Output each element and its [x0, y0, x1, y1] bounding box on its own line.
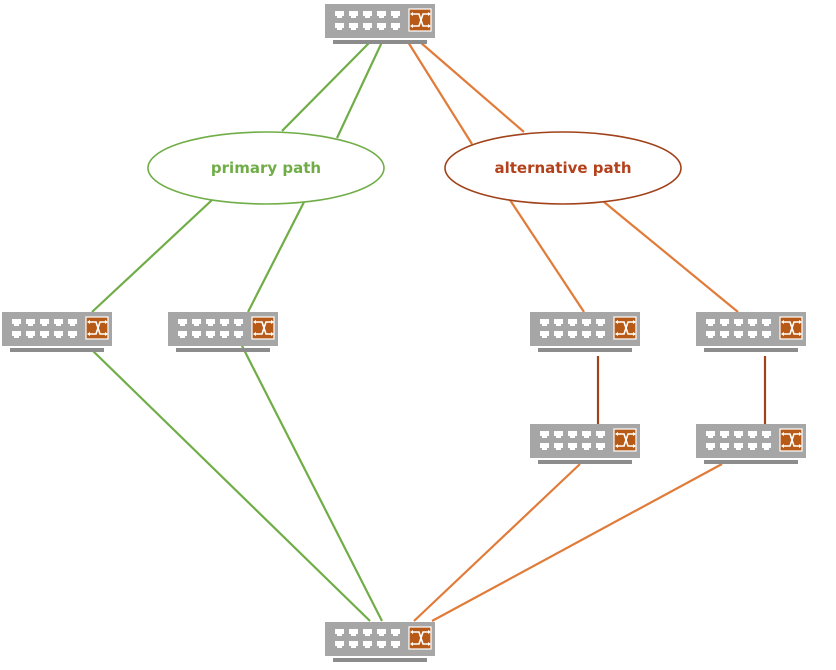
link-left-2-bottom	[237, 337, 383, 622]
link-top-alt-a	[407, 41, 473, 145]
switch-right-upper-1	[529, 311, 641, 353]
network-switch-icon	[324, 3, 436, 45]
alternative-path-text: alternative path	[495, 159, 632, 177]
link-alt-right-upper-1	[509, 199, 585, 313]
switch-left-1	[1, 311, 113, 353]
switch-right-lower-2	[695, 423, 807, 465]
link-right-lower-1-bottom	[413, 463, 581, 622]
link-top-primary-b	[336, 41, 383, 139]
switch-bottom	[324, 621, 436, 663]
link-top-primary-a	[281, 41, 371, 132]
link-primary-left-2	[247, 201, 305, 313]
alternative-vertical-links	[596, 356, 767, 424]
network-switch-icon	[695, 311, 807, 353]
link-primary-left-1	[91, 199, 213, 313]
switch-left-2	[167, 311, 279, 353]
link-right-lower-2-bottom	[431, 463, 723, 622]
primary-path-label: primary path	[147, 131, 385, 205]
alternative-path-ellipse	[444, 131, 682, 205]
alternative-links	[407, 41, 739, 622]
link-top-alt-b	[419, 41, 525, 133]
link-left-1-bottom	[91, 349, 371, 622]
link-alt-right-upper-2	[603, 201, 739, 313]
switch-top	[324, 3, 436, 45]
network-switch-icon	[529, 311, 641, 353]
network-switch-icon	[324, 621, 436, 663]
primary-path-text: primary path	[211, 159, 321, 177]
primary-path-ellipse	[147, 131, 385, 205]
primary-links	[91, 41, 383, 622]
switch-right-upper-2	[695, 311, 807, 353]
switch-right-lower-1	[529, 423, 641, 465]
network-switch-icon	[1, 311, 113, 353]
network-switch-icon	[695, 423, 807, 465]
network-switch-icon	[167, 311, 279, 353]
alternative-path-label: alternative path	[444, 131, 682, 205]
network-switch-icon	[529, 423, 641, 465]
